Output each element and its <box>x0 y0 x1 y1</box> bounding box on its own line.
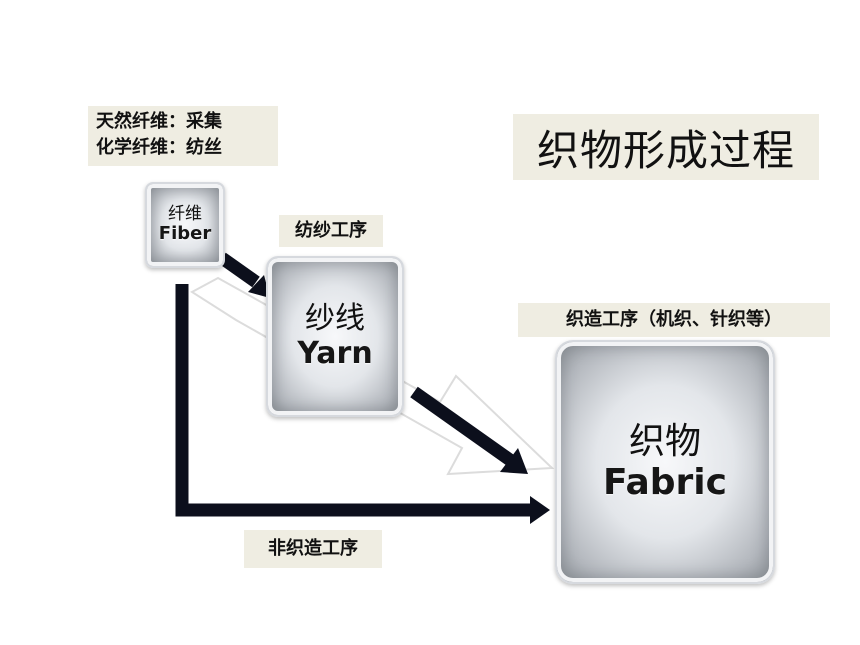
weaving-label: 织造工序（机织、针织等） <box>518 303 830 337</box>
fiber-source-natural: 天然纤维：采集 <box>96 111 222 132</box>
diagram-title: 织物形成过程 <box>536 125 795 175</box>
fiber-node-en: Fiber <box>158 223 212 245</box>
fabric-node: 织物 Fabric <box>555 340 775 584</box>
yarn-node-zh: 纱线 <box>305 301 365 336</box>
fabric-node-zh: 织物 <box>628 420 701 462</box>
arrow-yarn-to-fabric <box>410 386 514 466</box>
fabric-node-en: Fabric <box>603 462 727 503</box>
nonwoven-label: 非织造工序 <box>244 530 382 568</box>
arrow-fiber-to-fabric <box>175 284 530 517</box>
yarn-node: 纱线 Yarn <box>266 256 404 417</box>
fiber-source-label: 天然纤维：采集 化学纤维：纺丝 <box>88 106 278 166</box>
yarn-node-en: Yarn <box>297 335 373 371</box>
fiber-source-chemical: 化学纤维：纺丝 <box>96 137 222 158</box>
diagram-title-box: 织物形成过程 <box>513 114 819 180</box>
fiber-node-zh: 纤维 <box>168 203 202 224</box>
arrow-fiber-to-yarn <box>218 252 260 288</box>
spinning-label: 纺纱工序 <box>279 215 383 247</box>
fiber-node: 纤维 Fiber <box>145 182 225 268</box>
